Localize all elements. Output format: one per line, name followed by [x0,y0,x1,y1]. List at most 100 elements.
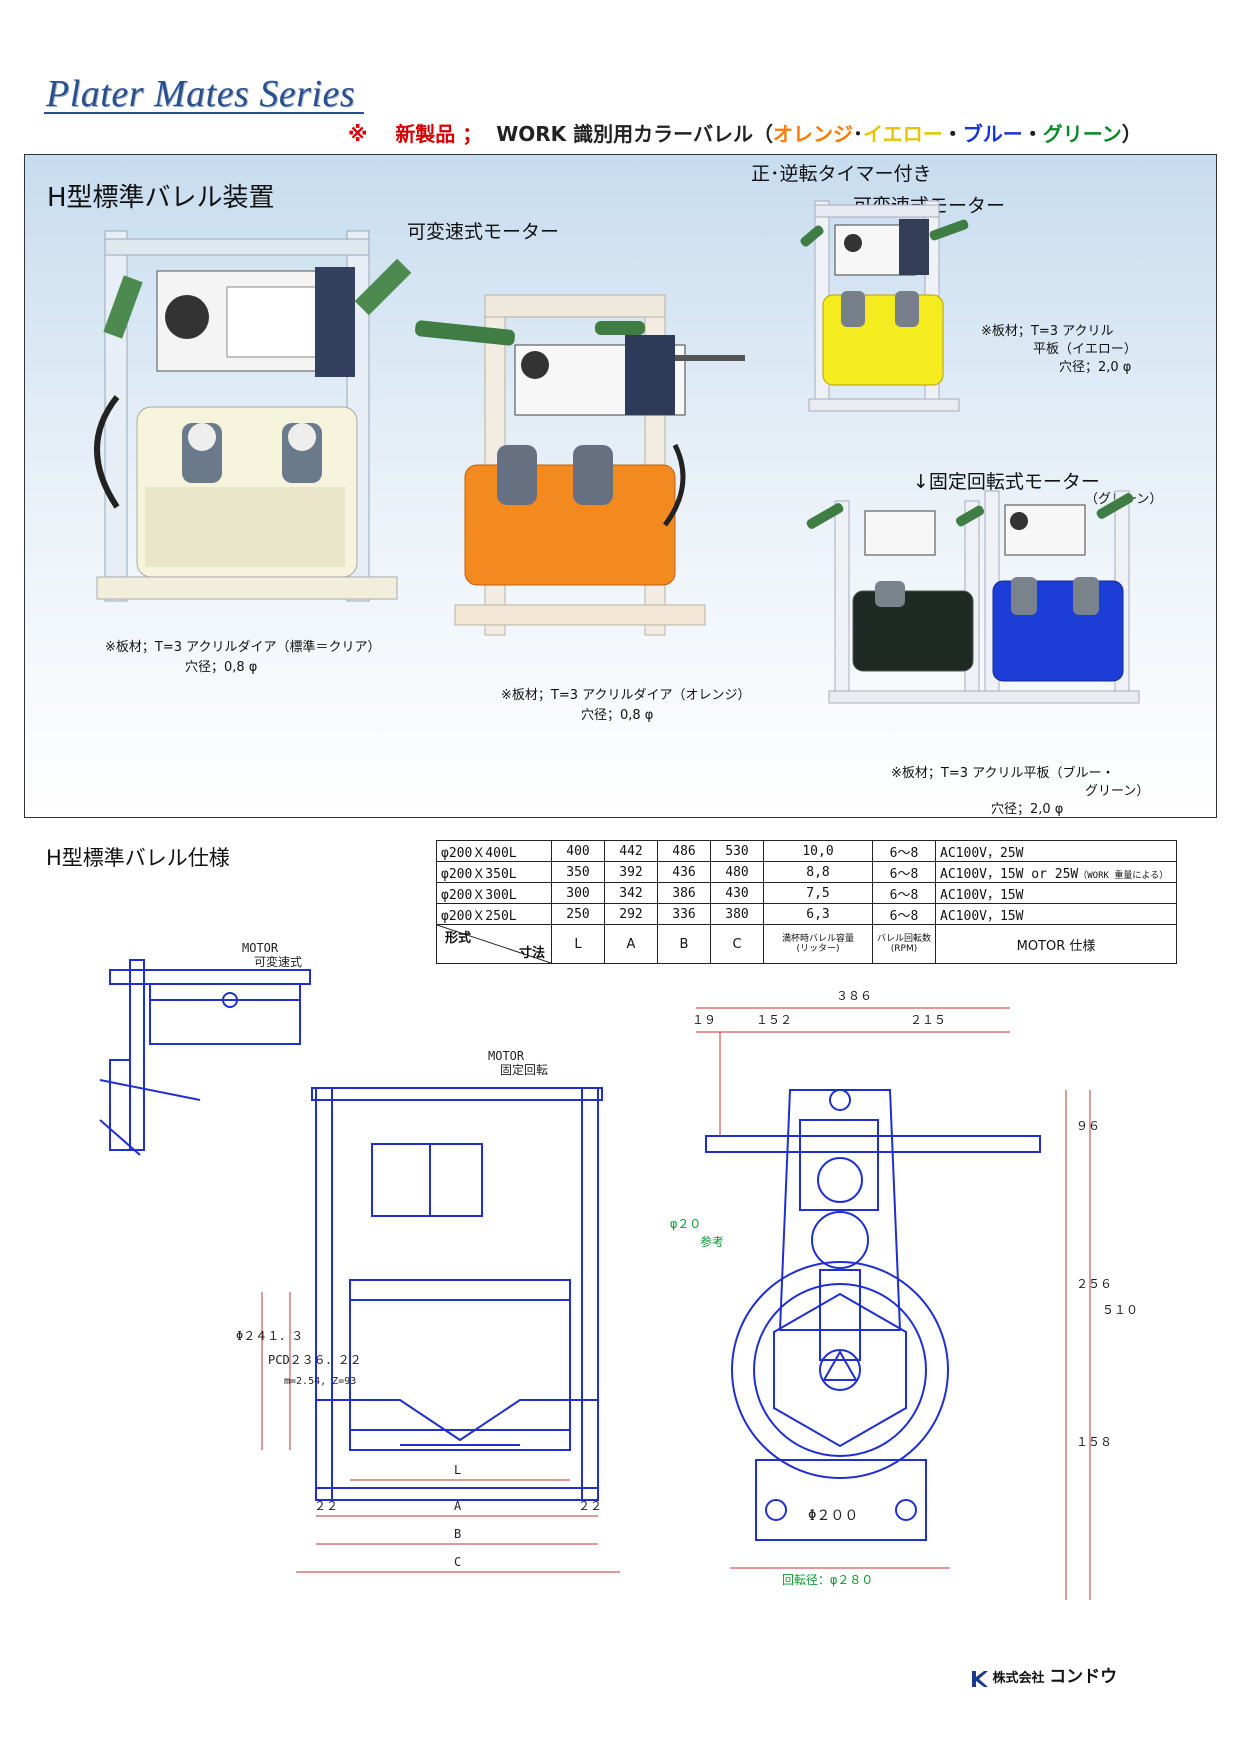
spec-cell-L: 350 [551,861,605,883]
spec-cell-model: φ200Ｘ400L [436,840,552,862]
motor-sub-1: 可変速式 [254,954,302,969]
spec-cell-motor: AC100V，15W [935,882,1178,904]
company-name: コンドウ [1049,1667,1118,1687]
spec-cell-C: 430 [710,882,764,904]
clear-barrel-photo [94,230,412,602]
series-title: Plater Mates Series [46,73,356,115]
mz-label: m=2.54, Z=93 [284,1376,356,1387]
banner-prefix: WORK 識別用カラーバレル（ [496,122,773,146]
phi241-label: Φ２４１．３ [236,1329,303,1343]
spec-cell-rpm: 6～8 [871,903,937,925]
company-k-icon [972,1670,988,1687]
clear-note-1: ※板材；T=3 アクリルダイア（標準＝クリア） [105,640,381,655]
end-view [705,1089,1041,1541]
spec-cell-B: 436 [657,861,711,883]
motor-note: （WORK 重量による） [1078,870,1169,881]
yellow-barrel-photo [800,200,969,412]
dim-158: １５８ [1076,1435,1112,1449]
dimension-labels: MOTOR 可変速式 MOTOR 固定回転 ３８６ １９ １５２ ２１５ ９６ … [236,941,1138,1587]
dim-96: ９６ [1076,1119,1100,1133]
rotation-label: 回転径：φ２８０ [782,1573,873,1587]
spec-cell-capacity: 10,0 [763,840,873,862]
phi200-label: Φ２００ [808,1508,858,1524]
motor-sub-2: 固定回転 [500,1062,548,1077]
fixed-motor-label: ↓固定回転式モーター [913,471,1100,493]
banner-orange: オレンジ [772,122,853,146]
variable-motor-label: 可変速式モーター [407,221,560,243]
yellow-note-1: ※板材；T=3 アクリル [981,324,1114,339]
motor-label-2: MOTOR [488,1049,525,1063]
dim-L: L [454,1463,461,1477]
dim-B: B [454,1527,461,1541]
header-model-size: 形式 寸法 [436,924,552,964]
spec-cell-capacity: 8,8 [763,861,873,883]
dim-152: １５２ [756,1013,792,1027]
header-capacity-2: (リッター) [796,944,840,954]
header-rpm-1: バレル回転数 [877,934,932,944]
header-capacity: 満杯時バレル容量 (リッター) [763,924,873,964]
timer-motor-label-1: 正･逆転タイマー付き [751,163,932,185]
orange-note-2: 穴径；0,8 φ [581,708,654,723]
spec-cell-L: 300 [551,882,605,904]
spec-cell-model: φ200Ｘ350L [436,861,552,883]
spec-cell-B: 486 [657,840,711,862]
banner-sep3: ・ [1022,122,1043,146]
spec-cell-B: 386 [657,882,711,904]
motor-spec: AC100V，15W [940,908,1024,924]
company-prefix: 株式会社 [992,1671,1045,1686]
ref-label: 参考 [700,1234,724,1249]
dimension-lines [261,1007,1091,1600]
spec-cell-L: 400 [551,840,605,862]
blue-note-2: グリーン） [1085,784,1150,799]
dim-C: C [454,1555,461,1569]
blue-note-1: ※板材；T=3 アクリル平板（ブルー・ [891,766,1115,781]
green-blue-barrel-photo [806,490,1140,704]
spec-cell-model: φ200Ｘ300L [436,882,552,904]
spec-heading: H型標準バレル仕様 [46,846,230,870]
banner-mark: ※ [348,122,368,146]
dim-215: ２１５ [910,1013,946,1027]
dim-510: ５１０ [1102,1303,1138,1317]
header-rpm: バレル回転数 (RPM) [871,924,937,964]
banner-yellow: イエロー [862,122,943,146]
phi20-label: φ２０ [670,1217,701,1231]
spec-cell-motor: AC100V，25W [935,840,1178,862]
spec-cell-C: 530 [710,840,764,862]
banner-sep1: ･ [852,122,863,146]
dim-A: A [454,1499,462,1513]
header-sunpo: 寸法 [518,946,545,961]
dim-386: ３８６ [836,989,872,1003]
side-view-small [99,959,311,1156]
title-underline [44,112,364,114]
header-C: C [710,924,764,964]
dim-22-right: ２２ [578,1499,602,1513]
banner-label: 新製品 ； [395,122,483,146]
banner-sep2: ・ [942,122,963,146]
dim-22-left: ２２ [314,1499,338,1513]
yellow-note-3: 穴径；2,0 φ [1059,360,1132,375]
pcd-label: PCD２３６．２２ [268,1353,362,1367]
header-B: B [657,924,711,964]
new-product-banner: ※ 新製品 ； WORK 識別用カラーバレル（オレンジ･イエロー・ブルー・グリー… [348,118,1142,147]
banner-green: グリーン [1042,122,1122,146]
spec-header-row: 形式 寸法 L A B C 満杯時バレル容量 (リッター) バレル回転数 (RP… [436,924,1178,964]
banner-blue: ブルー [962,122,1023,146]
front-view [311,1087,603,1501]
spec-cell-rpm: 6～8 [871,840,937,862]
clear-note-2: 穴径；0,8 φ [185,660,258,675]
spec-cell-motor: AC100V，15W or 25W（WORK 重量による） [935,861,1178,883]
main-title: H型標準バレル装置 [47,183,275,213]
motor-spec: AC100V，15W or 25W [940,866,1079,882]
product-photo-panel: H型標準バレル装置 可変速式モーター 正･逆転タイマー付き 可変速式モーター ↓… [24,154,1217,818]
orange-barrel-photo [415,294,745,636]
dim-19: １９ [692,1013,716,1027]
spec-cell-rpm: 6～8 [871,861,937,883]
dim-256: ２５６ [1076,1277,1112,1291]
orange-note-1: ※板材；T=3 アクリルダイア（オレンジ） [501,688,751,703]
blue-note-3: 穴径；2,0 φ [991,802,1064,817]
spec-cell-A: 392 [604,861,658,883]
